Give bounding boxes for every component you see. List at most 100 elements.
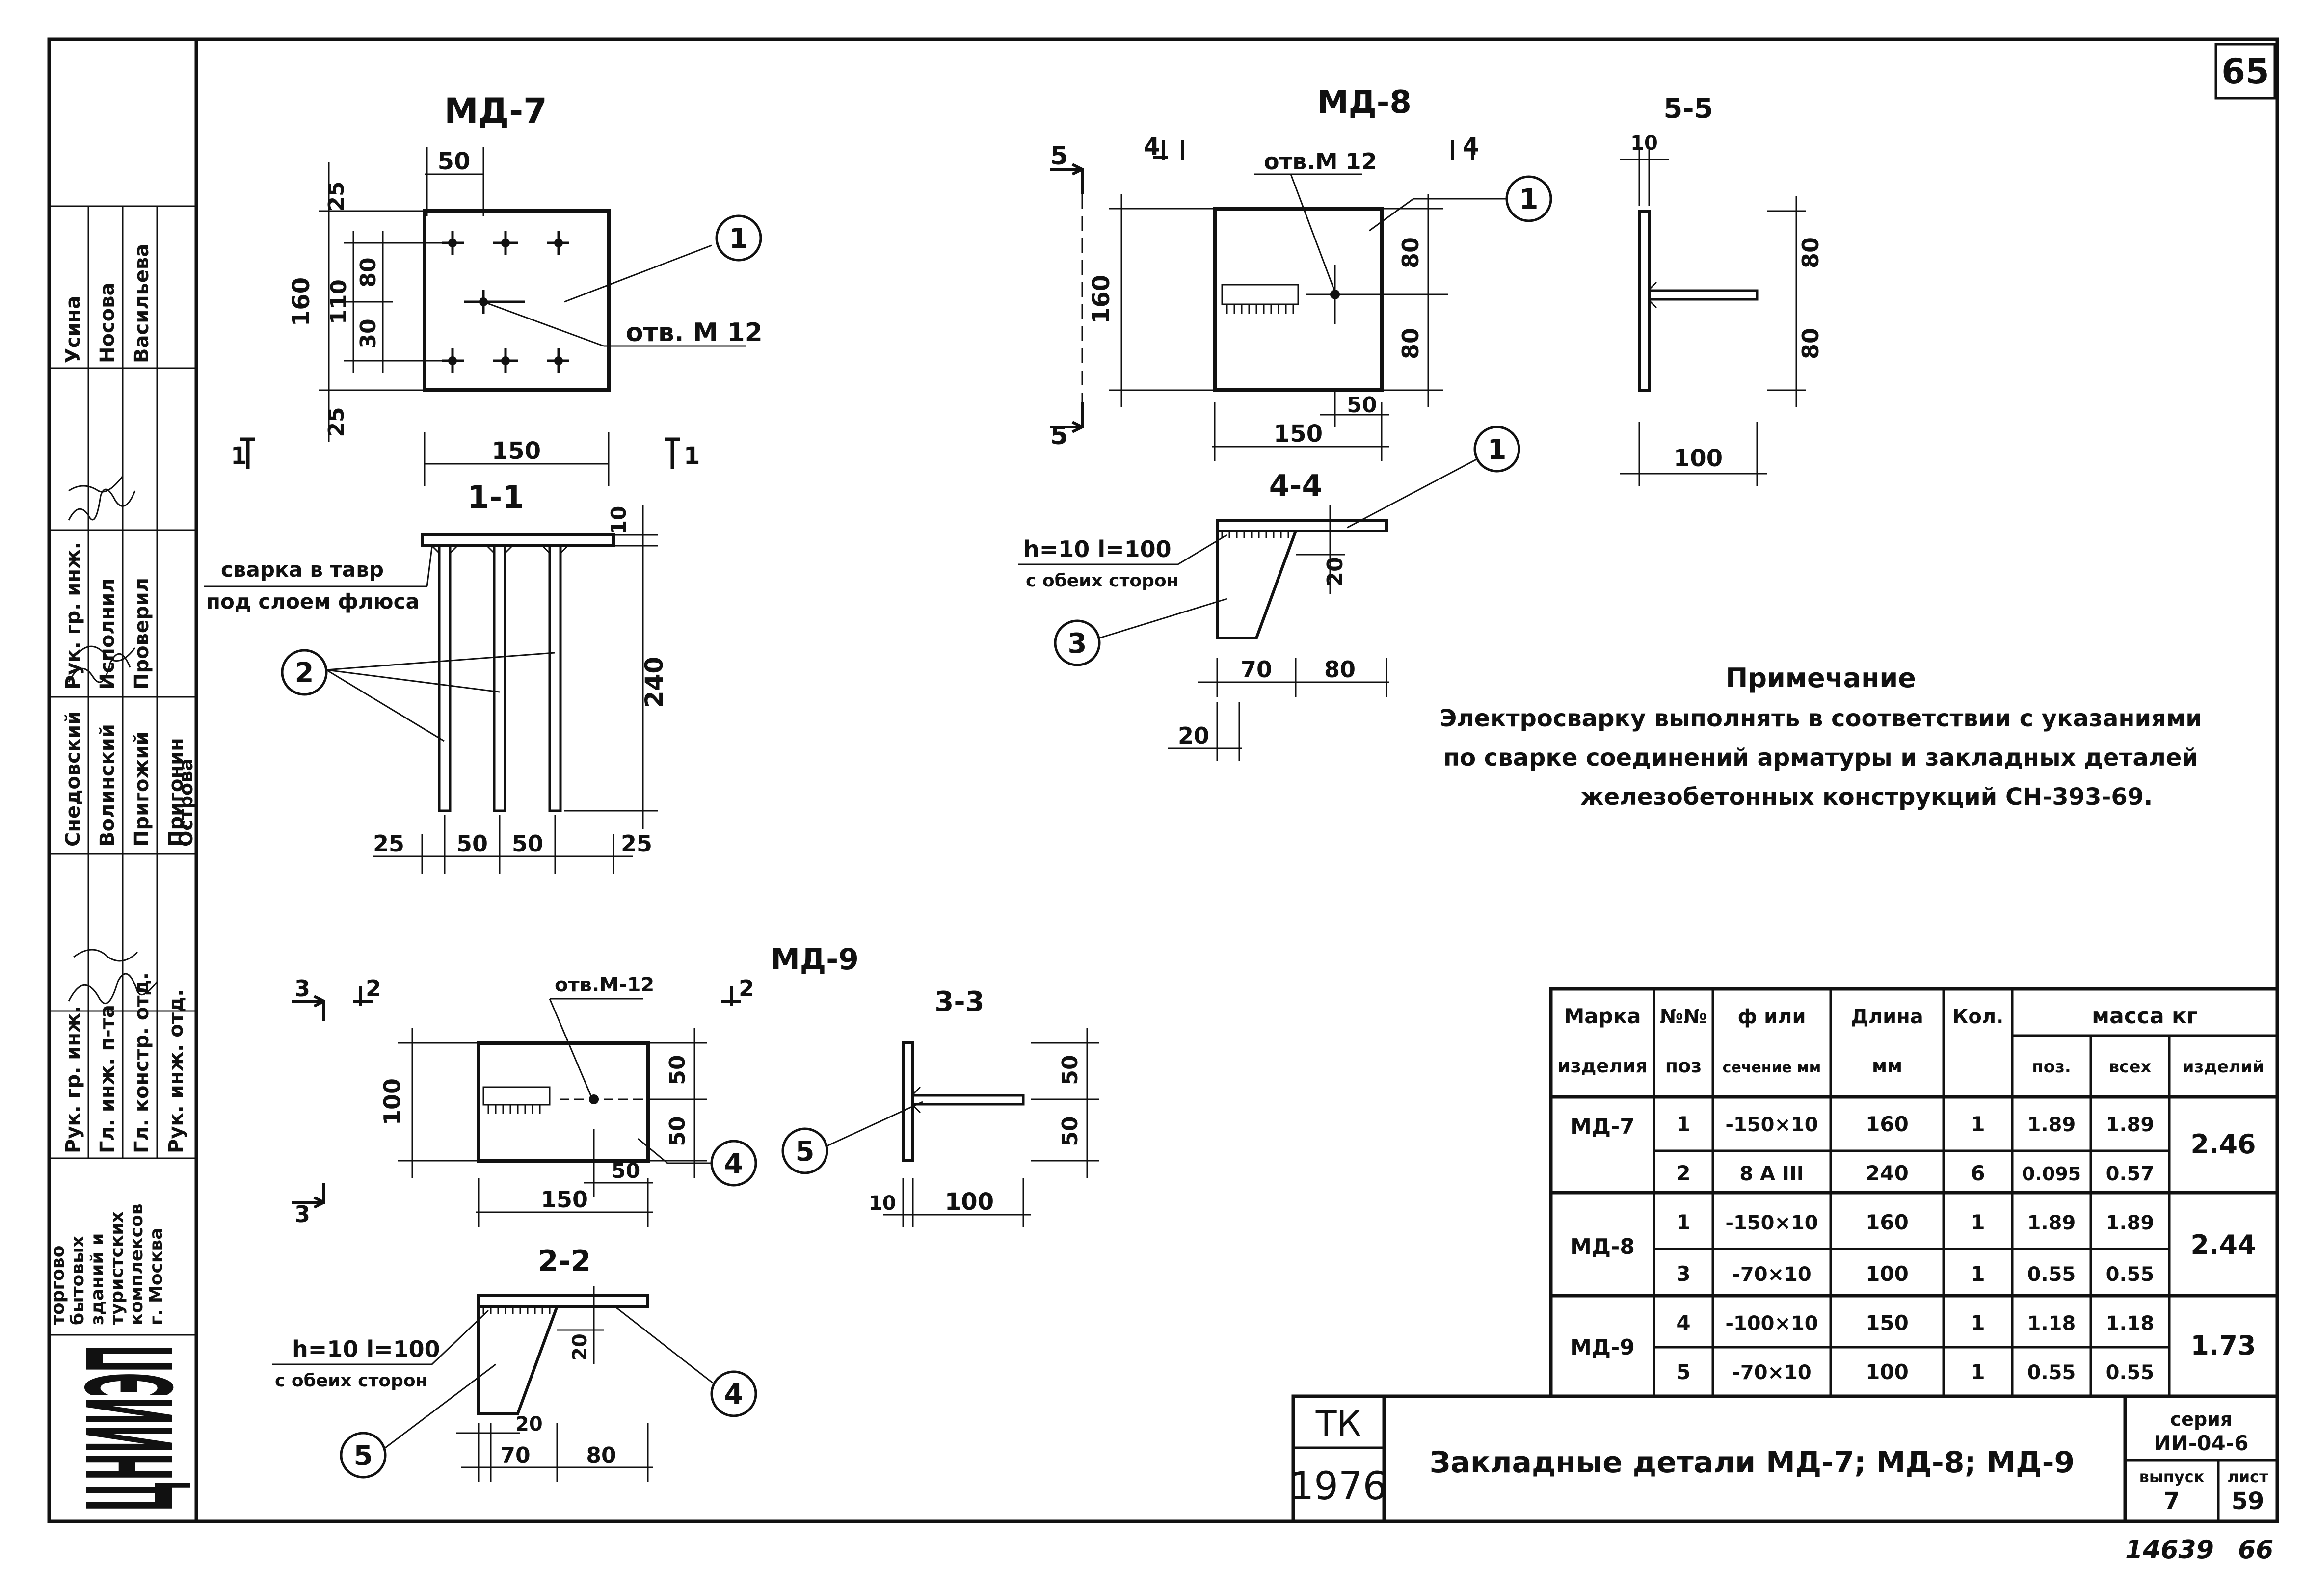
title-issue: 7: [2163, 1488, 2180, 1515]
md8-plan: МД-8 отв.М 12 1 4 4 5 5 160: [1050, 84, 1552, 461]
table-cell: 150: [1866, 1311, 1909, 1335]
sec44-pos1-number: 1: [1488, 434, 1507, 466]
section-4-4: 4-4 h=10 l=100 с обеих сторон 1 3 20 70 …: [1018, 426, 1520, 761]
sec33-pos5-number: 5: [796, 1136, 815, 1168]
sec11-pos2-callout: [281, 649, 328, 696]
md7-plan: МД-7 отв. М 12 1 50: [231, 91, 763, 486]
table-cell: 1: [1676, 1112, 1690, 1136]
table-cell: 4: [1676, 1311, 1690, 1335]
md7-pos1-callout: [715, 214, 762, 262]
md7-dim-25-bot: 25: [324, 407, 349, 437]
stamp-org-desc: г. Москва: [146, 1228, 166, 1325]
md9-hole-label: отв.М-12: [555, 974, 654, 996]
table-header: изделий: [2183, 1057, 2265, 1077]
sec22-pos5-callout: [340, 1432, 387, 1479]
table-header: поз.: [2032, 1057, 2071, 1077]
table-cell: -70×10: [1732, 1263, 1811, 1286]
sec11-dim-bottom: 25: [373, 830, 404, 857]
archive-number: 14639: [2125, 1535, 2214, 1565]
md9-dim-50: 50: [665, 1055, 690, 1085]
table-cell: 1: [1971, 1262, 1985, 1286]
table-cell-total: 2.46: [2190, 1129, 2256, 1160]
stamp-role: Гл. констр. отд.: [131, 972, 153, 1153]
title-series: ИИ-04-6: [2154, 1431, 2249, 1455]
md8-dim-4: 4: [1144, 133, 1160, 160]
table-cell: 160: [1866, 1112, 1909, 1136]
md8-dim-160: 160: [1088, 275, 1115, 324]
sec22-title: 2-2: [538, 1244, 591, 1278]
table-cell: 1.18: [2106, 1312, 2155, 1335]
table-cell: 0.55: [2027, 1361, 2076, 1384]
stamp-org-desc: бытовых: [68, 1236, 88, 1325]
md9-dim-50c: 50: [612, 1159, 640, 1183]
sec11-dim-bottom: 25: [621, 830, 652, 857]
sec22-dim-70: 70: [500, 1443, 530, 1468]
table-header: №№: [1660, 1006, 1707, 1028]
table-cell-total: 1.73: [2190, 1330, 2256, 1361]
table-header: мм: [1872, 1055, 1902, 1077]
stamp-org-desc: туристских: [107, 1211, 127, 1325]
title-issue-label: выпуск: [2139, 1467, 2205, 1486]
md8-dim-50: 50: [1347, 393, 1377, 418]
sec11-pos2-number: 2: [295, 657, 314, 689]
signature: [68, 645, 136, 683]
md9-dim-100: 100: [379, 1078, 405, 1125]
sec55-dim-80: 80: [1797, 328, 1824, 359]
md7-pos1-number: 1: [729, 223, 748, 255]
table-cell: 1.89: [2106, 1212, 2155, 1234]
stamp-name: Носова: [96, 283, 119, 363]
table-cell: -100×10: [1725, 1312, 1818, 1335]
title-series-label: серия: [2170, 1409, 2233, 1430]
sec33-dim-100: 100: [945, 1188, 994, 1216]
sec55-dim-100: 100: [1674, 445, 1723, 472]
title-tk: ТК: [1315, 1404, 1361, 1444]
stamp-name: Пригонин: [165, 738, 187, 847]
table-cell: -70×10: [1732, 1361, 1811, 1384]
md8-plate: [1213, 207, 1384, 392]
stamp-org-logo: ЦНИИЭП: [62, 1345, 200, 1512]
sec33-dim-50: 50: [1058, 1116, 1083, 1146]
sec44-dim-80: 80: [1324, 656, 1356, 683]
stamp-role: Рук. инж. отд.: [165, 989, 187, 1153]
stamp-org-desc: комплексов: [127, 1203, 147, 1325]
sec33-gusset: [911, 1094, 1025, 1106]
table-cell: 5: [1676, 1360, 1690, 1384]
note-title: Примечание: [1726, 663, 1916, 693]
sec11-dim-bottom: 50: [456, 830, 488, 857]
sec55-title: 5-5: [1663, 93, 1713, 125]
table-header: ф или: [1738, 1006, 1806, 1028]
md9-dim-150: 150: [541, 1186, 588, 1213]
table-cell: 1: [1676, 1210, 1690, 1234]
table-cell: 1: [1971, 1112, 1985, 1136]
table-cell-mark: МД-9: [1570, 1335, 1635, 1360]
signature: [68, 949, 158, 1004]
sec44-dim-20b: 20: [1178, 722, 1209, 749]
stamp-role: Рук. гр. инж.: [62, 542, 84, 690]
table-cell: 240: [1866, 1161, 1909, 1185]
sec44-pos3-callout: [1054, 619, 1101, 666]
sec22-gusset: [477, 1305, 560, 1415]
note-line: Электросварку выполнять в соответствии с…: [1439, 705, 2202, 732]
page-number: 66: [2238, 1535, 2273, 1565]
table-cell-mark: МД-8: [1570, 1234, 1635, 1259]
md7-hole-label: отв. М 12: [626, 318, 763, 347]
md7-cut-label: 1: [684, 442, 700, 470]
table-cell: -150×10: [1725, 1212, 1818, 1234]
table-cell: 160: [1866, 1210, 1909, 1234]
table-cell: 0.55: [2027, 1263, 2076, 1286]
md8-cut-label: 5: [1050, 421, 1068, 451]
note-line: железобетонных конструкций СН-393-69.: [1580, 783, 2153, 811]
table-cell: 1: [1971, 1360, 1985, 1384]
md7-dim-150: 150: [492, 437, 541, 465]
signature: [68, 476, 136, 521]
title-sheet-label: лист: [2227, 1467, 2268, 1486]
table-header: сечение мм: [1723, 1059, 1821, 1076]
sec55-plate: [1638, 210, 1651, 392]
table-header: масса кг: [2092, 1004, 2198, 1029]
sec22-dim-20: 20: [569, 1333, 591, 1361]
sec55-dim-10: 10: [1630, 132, 1658, 155]
sec22-pos5-number: 5: [354, 1440, 373, 1472]
sec22-weld-note: с обеих сторон: [275, 1371, 427, 1391]
sec33-title: 3-3: [934, 986, 984, 1018]
md9-pos4-number: 4: [724, 1148, 744, 1180]
